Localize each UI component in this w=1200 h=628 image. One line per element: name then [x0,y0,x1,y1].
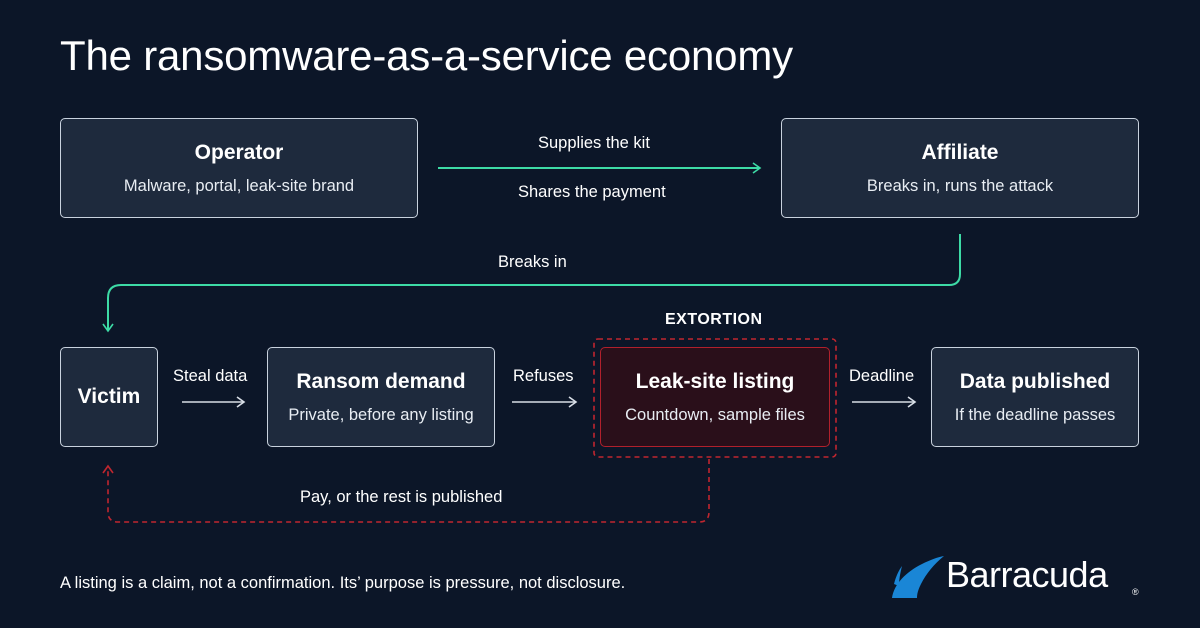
node-title: Ransom demand [296,369,466,393]
edge-label-deadline: Deadline [849,367,915,385]
node-leak-site-listing: Leak-site listing Countdown, sample file… [600,347,830,447]
edge-label-supplies: Supplies the kit [538,134,650,152]
node-title: Operator [194,140,284,164]
node-subtitle: Private, before any listing [288,405,474,424]
edge-label-shares: Shares the payment [518,183,666,201]
node-subtitle: Breaks in, runs the attack [866,176,1054,195]
edge-label-breaks-in: Breaks in [498,253,567,271]
node-data-published: Data published If the deadline passes [931,347,1139,447]
barracuda-logo: Barracuda ® [890,554,1142,600]
breaks-in-arrow [102,234,961,333]
pay-loop-arrow [102,459,710,523]
node-title: Affiliate [921,140,999,164]
barracuda-fin-icon [892,556,944,598]
node-title: Leak-site listing [635,369,795,393]
node-victim: Victim [60,347,158,447]
edge-label-steal: Steal data [173,367,248,385]
node-operator: Operator Malware, portal, leak-site bran… [60,118,418,218]
edge-label-refuses: Refuses [513,367,574,385]
node-subtitle: Countdown, sample files [625,405,805,424]
brand-name: Barracuda [946,554,1108,595]
extortion-group [593,338,837,458]
footnote: A listing is a claim, not a confirmation… [60,574,626,592]
node-title: Data published [959,369,1111,393]
node-affiliate: Affiliate Breaks in, runs the attack [781,118,1139,218]
page-title: The ransomware-as-a-service economy [60,32,793,79]
node-title: Victim [77,385,141,408]
node-ransom-demand: Ransom demand Private, before any listin… [267,347,495,447]
node-subtitle: Malware, portal, leak-site brand [123,176,355,195]
node-subtitle: If the deadline passes [954,405,1116,424]
edge-label-pay: Pay, or the rest is published [300,488,503,506]
registered-mark: ® [1132,587,1139,597]
extortion-group-label: EXTORTION [665,311,763,328]
